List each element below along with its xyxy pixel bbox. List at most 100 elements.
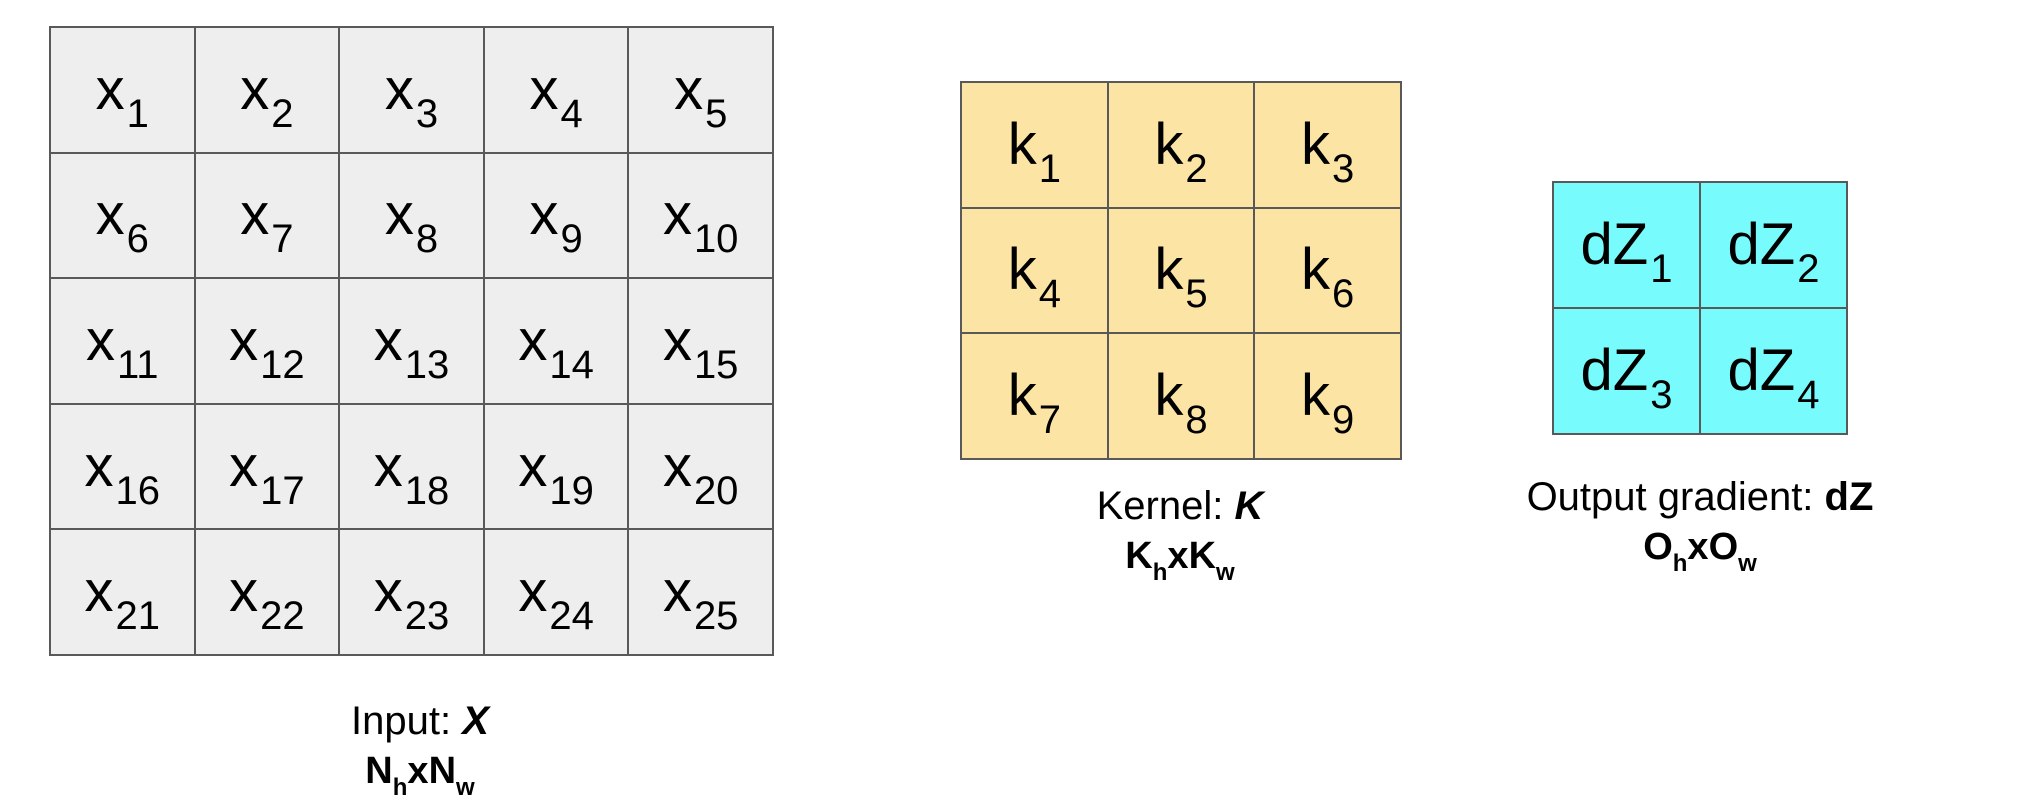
output-gradient-cell-index: 3 [1650,373,1673,417]
kernel-cell-index: 7 [1038,398,1061,443]
kernel-dim-b-sub: w [1216,559,1235,586]
input-dim-a-sub: h [392,774,408,801]
input-cell-index: 10 [693,217,739,262]
input-cell-symbol: x [84,433,114,499]
input-dim-b: N [428,750,457,792]
input-cell-symbol: x [240,182,270,248]
output-gradient-cell-symbol: dZ [1727,338,1796,403]
input-cell-index: 8 [415,217,439,262]
input-cell-symbol: x [95,56,125,122]
input-cell-symbol: x [662,307,692,373]
input-symbol: X [462,699,489,743]
kernel-cell-symbol: k [1154,111,1184,177]
output-dim-b-sub: w [1738,550,1757,577]
input-dim-x: x [407,750,429,792]
input-cell-symbol: x [662,433,692,499]
input-dims: NhxNw [270,749,570,801]
input-cell-symbol: x [529,182,559,248]
kernel-cell-symbol: k [1007,237,1037,303]
input-cell-symbol: x [240,56,270,122]
kernel-cell-index: 4 [1038,272,1061,317]
output-dim-b: O [1708,526,1739,568]
input-cell-index: 19 [549,468,594,513]
input-cell-index: 25 [693,594,739,639]
kernel-cell-symbol: k [1301,111,1331,177]
kernel-dim-a: K [1125,535,1153,577]
input-cell-index: 20 [693,468,739,513]
input-cell-index: 9 [560,217,583,262]
input-caption: Input: X NhxNw [270,697,570,801]
input-cell-symbol: x [373,433,403,499]
output-gradient-cell-symbol: dZ [1580,338,1649,403]
input-cell-index: 18 [404,468,450,513]
output-gradient-cell-symbol: dZ [1580,212,1649,277]
output-symbol: dZ [1824,475,1874,519]
kernel-cell-symbol: k [1154,237,1184,303]
kernel-cell-index: 8 [1185,398,1208,443]
input-cell-symbol: x [674,56,704,122]
input-cell-symbol: x [84,559,114,625]
input-cell-index: 22 [260,594,305,639]
input-cell-symbol: x [373,307,403,373]
input-cell-index: 21 [115,594,161,639]
kernel-dim-a-sub: h [1152,559,1168,586]
output-title: Output gradient: dZ [1450,473,1950,521]
input-cell-symbol: x [95,182,125,248]
input-cell-index: 1 [126,91,149,136]
input-cell-symbol: x [229,433,259,499]
kernel-symbol: K [1234,484,1264,528]
kernel-cell-symbol: k [1301,237,1331,303]
input-cell-index: 4 [560,91,583,136]
output-gradient-cell-index: 1 [1650,247,1673,291]
kernel-cell-symbol: k [1154,363,1184,429]
kernel-cell-symbol: k [1007,111,1037,177]
input-dim-b-sub: w [456,774,475,801]
input-dim-a: N [365,750,393,792]
kernel-cell-index: 6 [1332,272,1355,317]
kernel-dim-b: K [1188,535,1217,577]
output-label: Output gradient: [1526,475,1814,519]
kernel-cell-index: 2 [1185,146,1208,191]
input-cell-symbol: x [518,307,548,373]
input-cell-symbol: x [229,559,259,625]
input-cell-index: 12 [260,342,305,387]
output-gradient-cell-index: 4 [1797,373,1820,417]
input-cell-symbol: x [662,182,692,248]
kernel-caption: Kernel: K KhxKw [1030,482,1330,586]
output-dims: OhxOw [1450,525,1950,577]
input-cell-index: 24 [549,594,594,639]
kernel-title: Kernel: K [1030,482,1330,530]
kernel-cell-index: 5 [1185,272,1208,317]
input-label: Input: [351,699,452,743]
kernel-dims: KhxKw [1030,534,1330,586]
input-cell-symbol: x [384,56,414,122]
